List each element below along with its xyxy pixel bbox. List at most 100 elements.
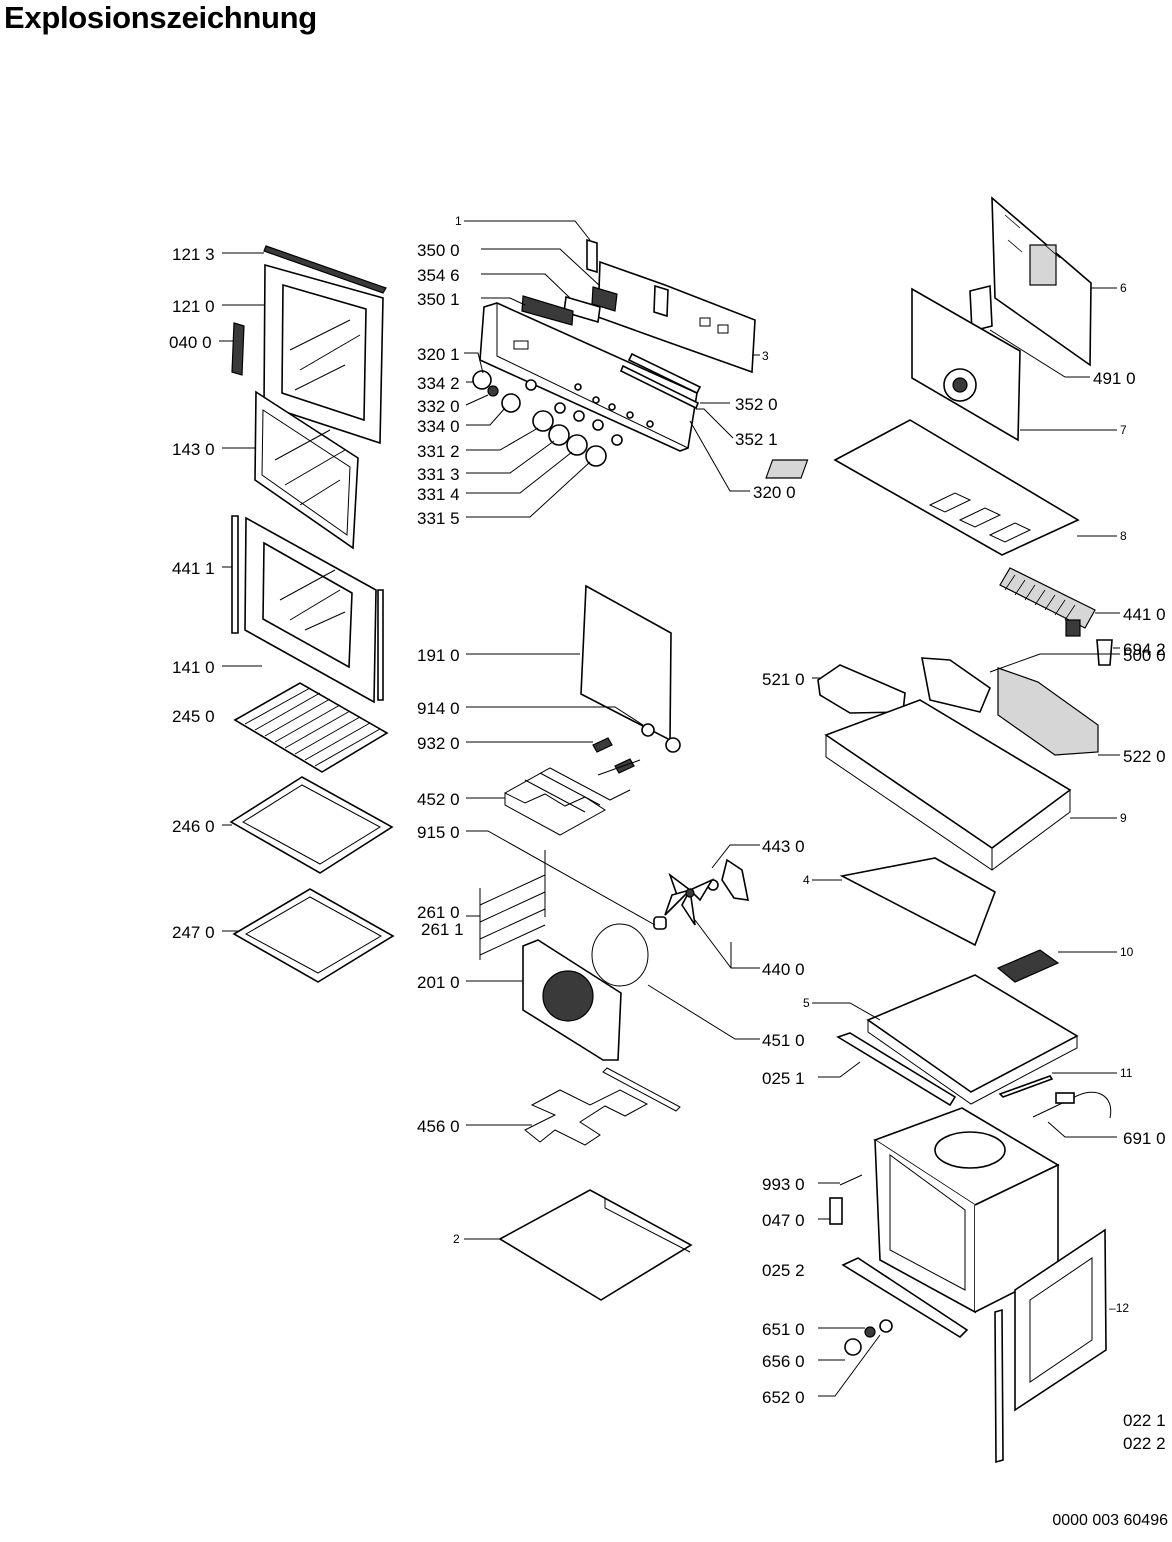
label-500-0: 500 0 (1123, 646, 1166, 665)
label-11: 11 (1120, 1066, 1133, 1080)
door-side-strip-left (231, 515, 239, 634)
oven-back-panel (522, 939, 622, 1061)
right-leader-lines (812, 287, 1120, 1397)
label-334-0: 334 0 (417, 417, 460, 436)
middle-labels: 191 0 914 0 932 0 452 0 915 0 443 0 261 … (417, 646, 805, 1246)
display-lens (563, 295, 601, 324)
fan-nut (653, 916, 667, 930)
control-knobs (472, 370, 607, 467)
label-331-3: 331 3 (417, 465, 460, 484)
knob-spring (864, 1326, 876, 1338)
power-module (997, 667, 1099, 756)
electronics-carrier (817, 664, 906, 714)
label-352-0: 352 0 (735, 395, 778, 414)
panel-bracket (586, 238, 598, 274)
door-gasket (580, 584, 672, 742)
lamp-holder (665, 737, 681, 753)
label-121-0: 121 0 (172, 297, 215, 316)
label-261-1: 261 1 (421, 920, 464, 939)
tangential-fan (999, 567, 1096, 637)
label-5: 5 (803, 996, 810, 1010)
label-022-1: 022 1 (1123, 1411, 1166, 1430)
label-245-0: 245 0 (172, 707, 215, 726)
label-6: 6 (1120, 281, 1127, 295)
knob-331-2 (532, 410, 554, 432)
panel-rail-lower (619, 364, 700, 410)
deep-baking-tray (232, 888, 395, 983)
label-2: 2 (453, 1232, 460, 1246)
side-rail-lower (841, 1257, 969, 1339)
control-back-plate (597, 260, 756, 374)
door-catch (829, 1197, 843, 1225)
label-261-0: 261 0 (417, 903, 460, 922)
label-320-0: 320 0 (753, 483, 796, 502)
label-331-4: 331 4 (417, 485, 460, 504)
housing-assembly (765, 196, 1113, 1464)
label-246-0: 246 0 (172, 817, 215, 836)
knob-base (879, 1319, 893, 1333)
label-352-1: 352 1 (735, 430, 778, 449)
label-354-6: 354 6 (417, 266, 460, 285)
label-121-3: 121 3 (172, 245, 215, 264)
panel-knob-holes (525, 379, 654, 446)
label-3: 3 (762, 349, 769, 363)
label-025-1: 025 1 (762, 1069, 805, 1088)
label-9: 9 (1120, 811, 1127, 825)
label-350-0: 350 0 (417, 241, 460, 260)
label-691-0: 691 0 (1123, 1129, 1166, 1148)
label-332-0: 332 0 (417, 397, 460, 416)
thin-rail (998, 1075, 1054, 1098)
control-labels: 1 350 0 354 6 350 1 320 1 334 2 332 0 33… (417, 214, 796, 528)
label-441-0: 441 0 (1123, 605, 1166, 624)
label-320-1: 320 1 (417, 345, 460, 364)
middle-plate (866, 974, 1079, 1105)
label-993-0: 993 0 (762, 1175, 805, 1194)
label-334-2: 334 2 (417, 374, 460, 393)
middle-leader-lines (464, 653, 760, 1240)
side-rail-upper (836, 1032, 957, 1107)
label-651-0: 651 0 (762, 1320, 805, 1339)
label-143-0: 143 0 (172, 440, 215, 459)
door-side-strip-right (377, 589, 384, 701)
knob-332-0 (487, 385, 499, 397)
label-452-0: 452 0 (417, 790, 460, 809)
label-12: –12 (1109, 1301, 1129, 1315)
label-8: 8 (1120, 529, 1127, 543)
label-10: 10 (1120, 945, 1134, 959)
support-frame (839, 857, 996, 947)
electronics-tray (824, 699, 1072, 871)
oven-cavity (873, 1107, 1060, 1314)
wire-rack (233, 682, 389, 773)
control-panel-assembly (472, 238, 756, 467)
knob-331-4 (566, 434, 588, 456)
label-1: 1 (455, 214, 462, 228)
label-331-5: 331 5 (417, 509, 460, 528)
label-441-1: 441 1 (172, 559, 215, 578)
label-456-0: 456 0 (417, 1117, 460, 1136)
door-assembly (229, 245, 395, 983)
temperature-sensor (1096, 639, 1113, 666)
top-heating-element (504, 759, 641, 836)
label-022-2: 022 2 (1123, 1434, 1166, 1453)
screw (839, 1174, 863, 1186)
document-number: 0000 003 60496 (1052, 1512, 1168, 1529)
label-047-0: 047 0 (762, 1211, 805, 1230)
oven-internals (479, 584, 750, 1301)
relay-board (921, 657, 991, 713)
bottom-heating-element (524, 1067, 681, 1146)
knob-334-0 (501, 393, 521, 413)
control-leader-lines (464, 220, 760, 518)
label-491-0: 491 0 (1093, 369, 1136, 388)
label-201-0: 201 0 (417, 973, 460, 992)
label-191-0: 191 0 (417, 646, 460, 665)
circular-heating-element (591, 923, 649, 987)
label-7: 7 (1120, 423, 1127, 437)
knob-331-5 (585, 445, 607, 467)
page-title: Explosionszeichnung (4, 0, 317, 35)
label-141-0: 141 0 (172, 658, 215, 677)
label-915-0: 915 0 (417, 823, 460, 842)
label-331-2: 331 2 (417, 442, 460, 461)
label-694-2: 694 2 (1123, 640, 1166, 659)
top-plate (765, 419, 1080, 556)
